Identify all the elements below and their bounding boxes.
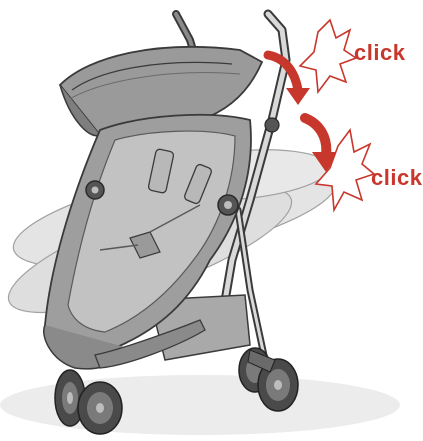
click-burst-icon bbox=[300, 20, 356, 92]
click-label-bottom: click bbox=[371, 167, 422, 189]
click-label-top: click bbox=[354, 42, 405, 64]
front-wheel-right bbox=[78, 382, 122, 434]
